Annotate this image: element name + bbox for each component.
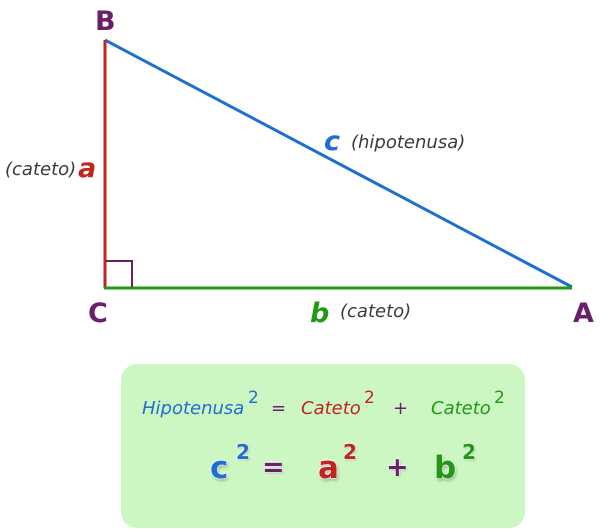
vertex-a-label: A bbox=[573, 298, 594, 329]
vertex-c-label: C bbox=[88, 298, 108, 329]
formula-symbol-b: b bbox=[433, 450, 457, 487]
formula-word-leg2: Cateto bbox=[431, 398, 491, 419]
formula-word-leg1: Cateto bbox=[301, 398, 361, 419]
formula-word-hypotenuse: Hipotenusa bbox=[142, 398, 245, 419]
formula-word-equals: = bbox=[271, 398, 287, 419]
formula-symbol-plus: + bbox=[386, 452, 409, 483]
formula-symbol-equals: = bbox=[262, 452, 285, 483]
side-b-letter: b bbox=[310, 298, 329, 329]
side-a-note: (cateto) bbox=[5, 159, 76, 180]
formula-word-leg2-exponent: 2 bbox=[494, 388, 505, 408]
formula-word-hypotenuse-exponent: 2 bbox=[248, 388, 259, 408]
formula-symbol-b-exponent: 2 bbox=[462, 440, 476, 464]
formula-word-plus: + bbox=[393, 398, 409, 419]
formula-symbol-c-exponent: 2 bbox=[236, 440, 250, 464]
vertex-b-label: B bbox=[95, 6, 116, 37]
formula-symbol-c: c bbox=[209, 450, 229, 487]
pythagorean-formula-box: Hipotenusa 2 = Cateto 2 + Cateto 2 c 2 =… bbox=[121, 364, 525, 528]
formula-words-row: Hipotenusa 2 = Cateto 2 + Cateto 2 bbox=[121, 388, 525, 424]
side-c-letter: c bbox=[324, 126, 340, 157]
formula-word-leg1-exponent: 2 bbox=[364, 388, 375, 408]
formula-symbols-row: c 2 = a 2 + b 2 bbox=[121, 440, 525, 490]
hypotenuse-line bbox=[104, 38, 573, 289]
formula-symbol-a-exponent: 2 bbox=[343, 440, 357, 464]
right-angle-marker bbox=[106, 260, 133, 287]
side-a-letter: a bbox=[78, 153, 96, 184]
side-b-note: (cateto) bbox=[340, 301, 411, 322]
formula-symbol-a: a bbox=[318, 450, 340, 487]
side-c-note: (hipotenusa) bbox=[351, 132, 465, 153]
